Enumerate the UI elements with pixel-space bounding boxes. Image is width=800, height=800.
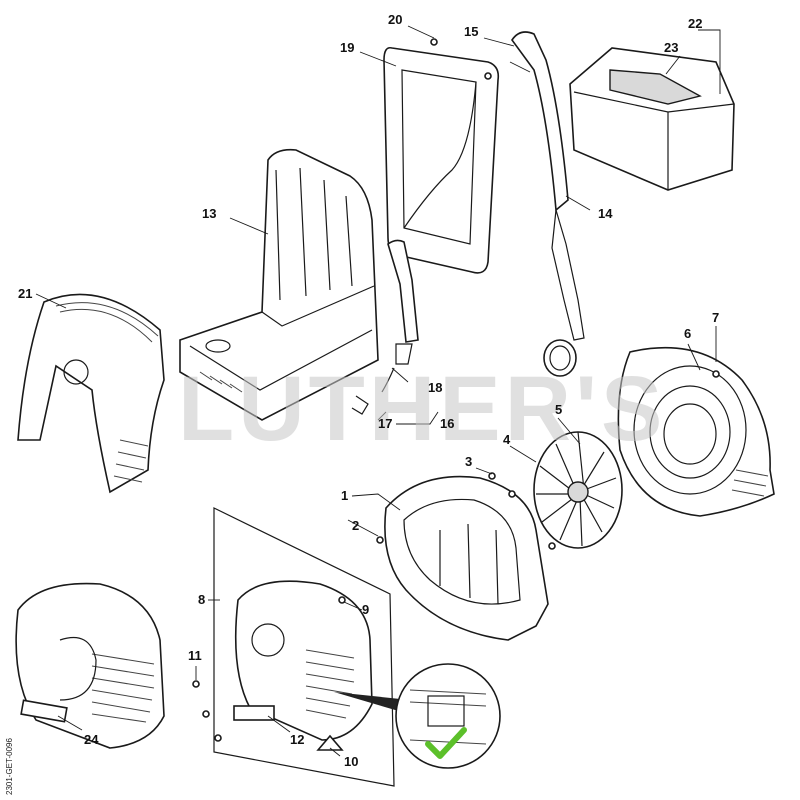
callout-6: 6	[684, 326, 691, 341]
part-16-waist-strap	[351, 239, 419, 415]
callout-14: 14	[598, 206, 613, 221]
callout-15: 15	[464, 24, 478, 39]
callout-5: 5	[555, 402, 562, 417]
part-6-fan-housing	[617, 346, 775, 517]
callout-8: 8	[198, 592, 205, 607]
hardware-screws	[192, 38, 720, 751]
part-1-volute	[384, 475, 549, 641]
part-8-shroud-panel	[213, 507, 395, 787]
check-mark-icon	[425, 727, 467, 759]
callout-7: 7	[712, 310, 719, 325]
detail-view	[334, 663, 501, 769]
part-22-battery-box	[569, 47, 735, 191]
callout-18: 18	[428, 380, 442, 395]
callout-17: 17	[378, 416, 392, 431]
callout-4: 4	[503, 432, 511, 447]
part-14-shoulder-strap	[509, 31, 585, 377]
callout-2: 2	[352, 518, 359, 533]
part-21-cover	[17, 293, 165, 494]
callout-24: 24	[84, 732, 99, 747]
callout-11: 11	[188, 648, 202, 663]
callout-12: 12	[290, 732, 304, 747]
callout-9: 9	[362, 602, 369, 617]
callout-21: 21	[18, 286, 32, 301]
callout-13: 13	[202, 206, 216, 221]
callout-22: 22	[688, 16, 702, 31]
callout-1: 1	[341, 488, 348, 503]
part-24-shroud	[15, 582, 165, 749]
callout-3: 3	[465, 454, 472, 469]
watermark: LUTHER'S	[178, 358, 666, 460]
callout-10: 10	[344, 754, 358, 769]
part-13-frame	[179, 148, 379, 421]
part-19-back-pad	[383, 46, 500, 274]
drawing-code: 2301-GET-0096	[5, 738, 14, 795]
callout-19: 19	[340, 40, 354, 55]
callout-16: 16	[440, 416, 454, 431]
part-4-fan-wheel	[533, 431, 623, 549]
callout-23: 23	[664, 40, 678, 55]
callout-20: 20	[388, 12, 402, 27]
leader-lines	[35, 25, 721, 757]
